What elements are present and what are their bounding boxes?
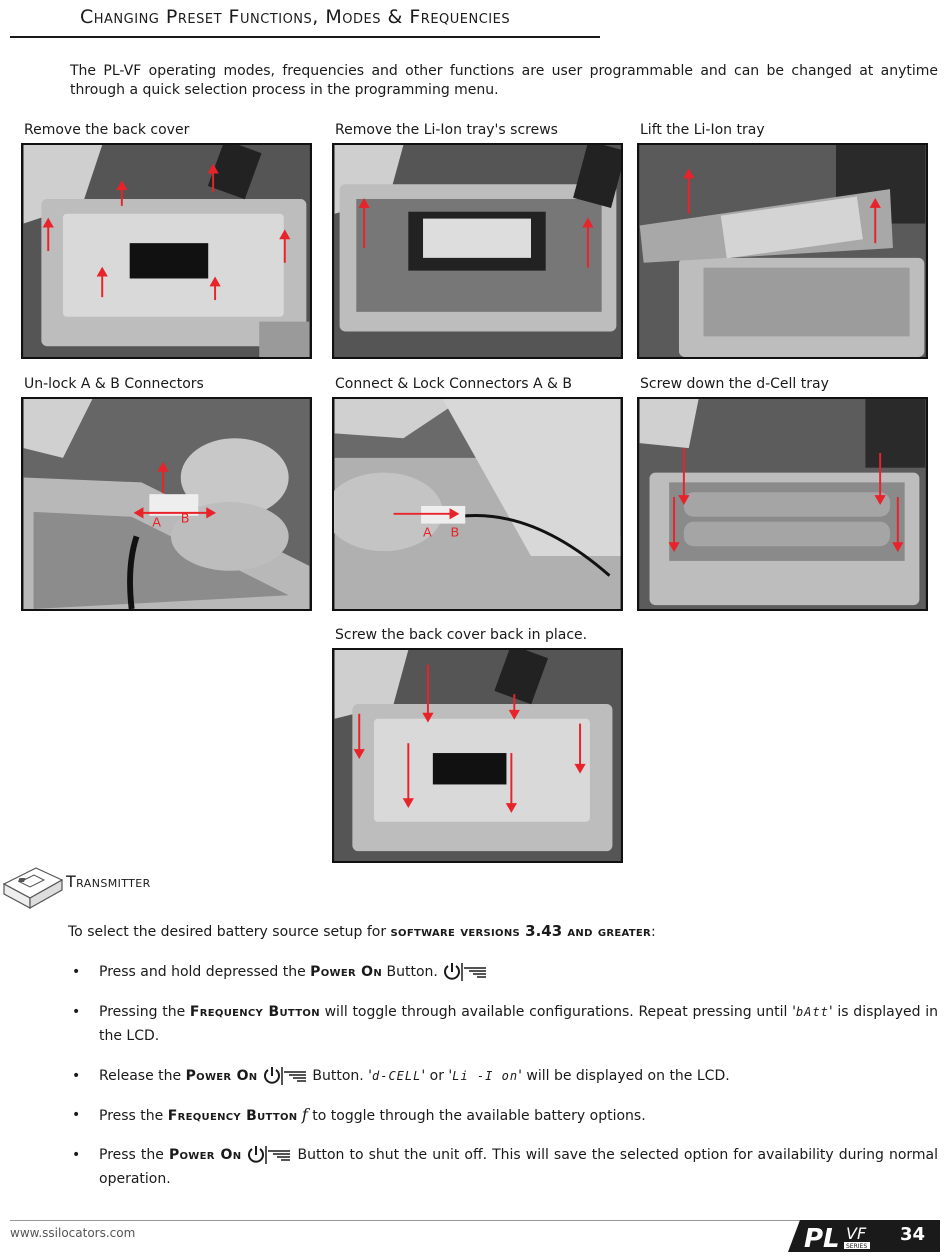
connector-a-label: A	[423, 525, 432, 540]
connector-b-label: B	[181, 512, 190, 527]
logo-pl-text: PL	[804, 1224, 840, 1252]
list-item: • Press and hold depressed the Power On …	[72, 960, 938, 984]
power-icon	[263, 1067, 306, 1085]
step-3-photo	[637, 143, 928, 359]
power-on-label: Power On	[310, 964, 383, 980]
step-1-caption: Remove the back cover	[24, 122, 190, 138]
intro-paragraph: The PL-VF operating modes, frequencies a…	[70, 63, 938, 98]
bullet-text: Press and hold depressed the	[99, 964, 311, 980]
list-item: • Press the Power On Button to shut the …	[72, 1143, 938, 1191]
lead-and-greater: and greater	[562, 924, 651, 940]
section-title-transmitter: Transmitter	[66, 872, 151, 891]
bullet-text: ' is displayed in the LCD.	[99, 1004, 939, 1044]
lcd-text-dcell: d-CELL	[372, 1069, 422, 1083]
list-item: • Release the Power On Button. 'd-CELL' …	[72, 1064, 938, 1088]
lead-prefix: To select the desired battery source set…	[68, 924, 391, 940]
bullet-text: Button.	[382, 964, 438, 980]
frequency-button-label: Frequency Button	[189, 1004, 320, 1020]
bullet-text: Press the	[99, 1108, 168, 1124]
bullet-dot: •	[72, 1147, 81, 1163]
power-on-label: Power On	[168, 1147, 242, 1163]
list-item: • Press the Frequency Button f to toggle…	[72, 1103, 938, 1128]
lead-software-versions: software versions	[390, 924, 526, 940]
connector-a-label: A	[152, 516, 161, 531]
step-2-photo	[332, 143, 623, 359]
bullet-dot: •	[72, 964, 81, 980]
lcd-text-liion: Li -I on	[452, 1069, 519, 1083]
pl-vf-series-logo: PL VF SERIES	[788, 1220, 940, 1252]
title-underline	[10, 36, 600, 38]
bullet-text: Button. '	[307, 1068, 372, 1084]
frequency-button-label: Frequency Button	[167, 1108, 298, 1124]
step-4-caption: Un-lock A & B Connectors	[24, 376, 204, 392]
power-on-label: Power On	[185, 1068, 258, 1084]
bullet-text: Pressing the	[99, 1004, 190, 1020]
step-7-caption: Screw the back cover back in place.	[335, 627, 588, 643]
bullet-text: will toggle through available configurat…	[319, 1004, 796, 1020]
step-5-photo: A B	[332, 397, 623, 611]
step-4-photo: A B	[21, 397, 312, 611]
page-number: 34	[900, 1224, 926, 1245]
logo-vf-text: VF	[846, 1224, 867, 1243]
page-title: Changing Preset Functions, Modes & Frequ…	[80, 6, 511, 28]
logo-series-text: SERIES	[846, 1243, 867, 1250]
bullet-text: Button to shut the unit off. This will s…	[99, 1147, 939, 1187]
bullet-dot: •	[72, 1004, 81, 1020]
step-5-caption: Connect & Lock Connectors A & B	[335, 376, 573, 392]
bullet-dot: •	[72, 1068, 81, 1084]
bullet-text: ' or '	[421, 1068, 453, 1084]
list-item: • Pressing the Frequency Button will tog…	[72, 1000, 938, 1048]
step-7-photo	[332, 648, 623, 863]
footer-website-link[interactable]: www.ssilocators.com	[10, 1226, 136, 1240]
footer-divider	[10, 1220, 940, 1221]
lead-sentence: To select the desired battery source set…	[68, 922, 656, 940]
bullet-text: to toggle through the available battery …	[307, 1108, 646, 1124]
step-6-photo	[637, 397, 928, 611]
bullet-dot: •	[72, 1107, 81, 1123]
bullet-text: Press the	[99, 1147, 169, 1163]
lead-version-number: 3.43	[525, 922, 563, 940]
transmitter-icon	[2, 867, 64, 910]
frequency-icon: f	[301, 1105, 308, 1124]
connector-b-label: B	[451, 525, 460, 540]
lead-suffix: :	[651, 924, 656, 940]
step-3-caption: Lift the Li-Ion tray	[640, 122, 765, 138]
bullet-text: ' will be displayed on the LCD.	[518, 1068, 730, 1084]
step-2-caption: Remove the Li-Ion tray's screws	[335, 122, 558, 138]
power-icon	[248, 1146, 291, 1164]
bullet-text: Release the	[99, 1068, 186, 1084]
step-1-photo	[21, 143, 312, 359]
lcd-text-batt: bAtt	[795, 1005, 829, 1019]
step-6-caption: Screw down the d-Cell tray	[640, 376, 829, 392]
power-icon	[444, 963, 487, 981]
